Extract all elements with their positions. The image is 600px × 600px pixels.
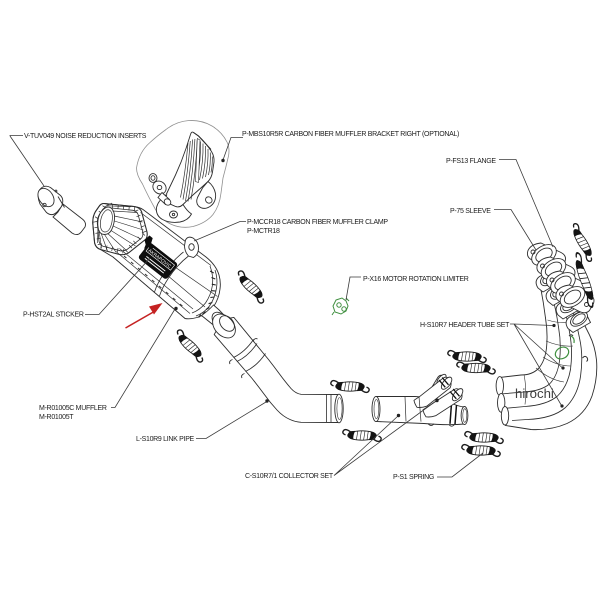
svg-text:P-MCTR18: P-MCTR18 <box>247 228 280 235</box>
svg-text:P-X16 MOTOR ROTATION LIMITER: P-X16 MOTOR ROTATION LIMITER <box>363 276 469 283</box>
svg-text:M-R01005T: M-R01005T <box>39 414 74 421</box>
svg-text:P-75 SLEEVE: P-75 SLEEVE <box>450 208 491 215</box>
svg-text:H-S10R7 HEADER TUBE SET: H-S10R7 HEADER TUBE SET <box>420 322 510 329</box>
svg-text:P-MBS10R5R CARBON FIBER MUFFLE: P-MBS10R5R CARBON FIBER MUFFLER BRACKET … <box>242 131 459 138</box>
svg-text:C-S10R7/1 COLLECTOR SET: C-S10R7/1 COLLECTOR SET <box>245 473 334 480</box>
svg-text:P-MCCR18 CARBON FIBER MUFFLER: P-MCCR18 CARBON FIBER MUFFLER CLAMP <box>247 219 388 226</box>
svg-text:P-FS13 FLANGE: P-FS13 FLANGE <box>446 158 496 165</box>
svg-text:P-HST2AL STICKER: P-HST2AL STICKER <box>23 312 84 319</box>
svg-text:M-R01005C MUFFLER: M-R01005C MUFFLER <box>39 405 107 412</box>
svg-text:L-S10R9 LINK PIPE: L-S10R9 LINK PIPE <box>136 436 195 443</box>
svg-text:V-TUV049 NOISE REDUCTION INSER: V-TUV049 NOISE REDUCTION INSERTS <box>24 133 147 140</box>
svg-text:P-S1 SPRING: P-S1 SPRING <box>393 474 434 481</box>
svg-text:hirochi: hirochi <box>515 386 554 401</box>
